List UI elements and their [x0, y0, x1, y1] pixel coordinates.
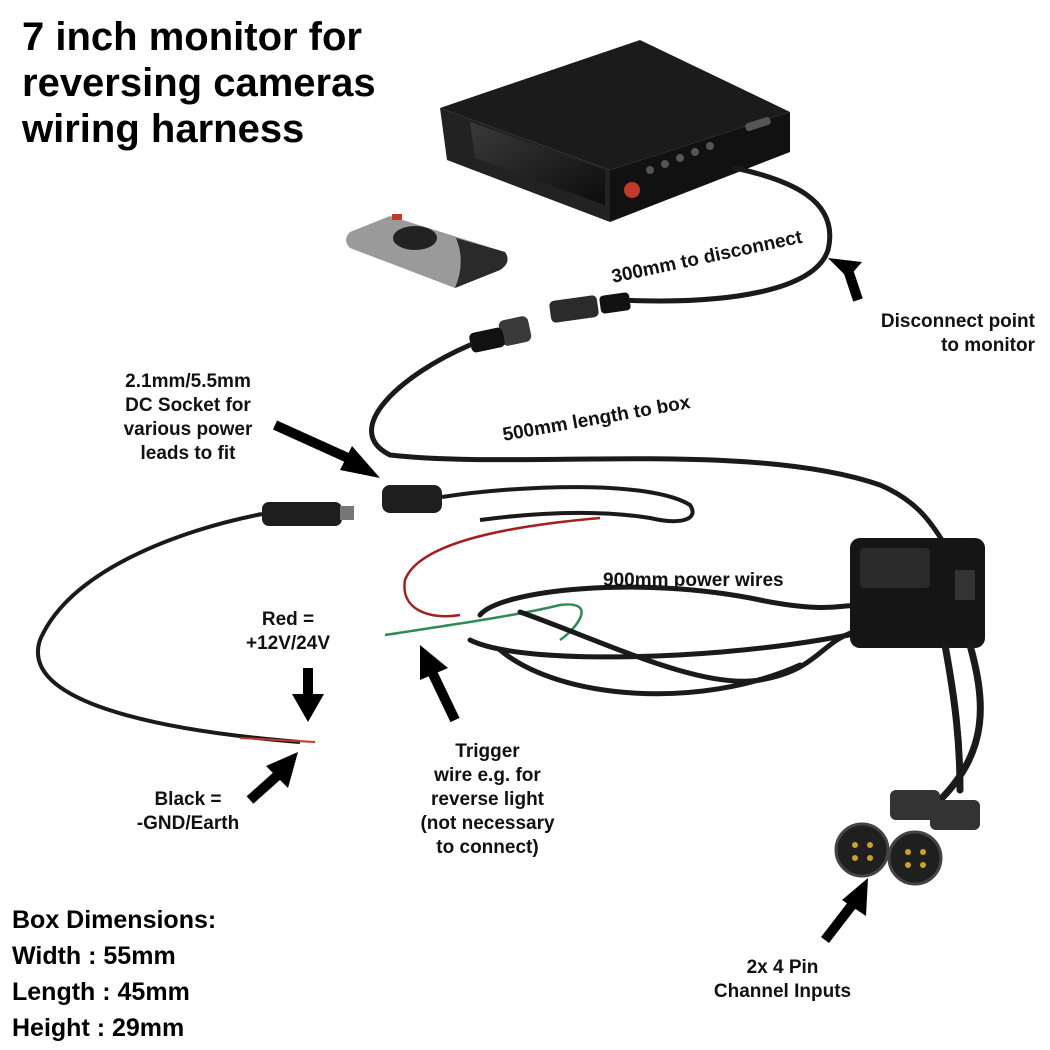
monitor-icon: [440, 40, 790, 222]
dc-socket-icon: [262, 485, 442, 526]
arrow-disconnect-point: [828, 258, 863, 302]
box-dimensions-heading: Box Dimensions:: [12, 906, 217, 934]
arrow-black-wire: [246, 752, 298, 804]
label-red-wire-line-1: Red =: [261, 609, 315, 630]
arrows: [246, 258, 868, 944]
label-black-wire-line-2: -GND/Earth: [136, 813, 240, 834]
label-dc-socket-line-4: leads to fit: [140, 443, 236, 464]
box-dimensions-width: Width : 55mm: [12, 942, 176, 970]
label-disconnect-point-line-1: Disconnect point: [880, 311, 1035, 332]
page-title: 7 inch monitor for reversing cameras wir…: [22, 14, 376, 152]
label-red-wire-line-2: +12V/24V: [246, 633, 330, 654]
label-inputs-line-2: Channel Inputs: [713, 981, 852, 1002]
label-900mm: 900mm power wires: [603, 570, 784, 591]
label-trigger-line-1: Trigger: [455, 741, 520, 762]
label-trigger-line-4: (not necessary: [420, 813, 555, 834]
box-dimensions: Box Dimensions: Width : 55mm Length : 45…: [12, 902, 216, 1046]
label-dc-socket-line-1: 2.1mm/5.5mm: [125, 371, 251, 392]
arrow-channel-inputs: [821, 878, 868, 944]
box-dimensions-length: Length : 45mm: [12, 978, 190, 1006]
label-inputs-line-1: 2x 4 Pin: [746, 957, 819, 978]
label-trigger-line-3: reverse light: [431, 789, 544, 810]
cable-500mm: [369, 342, 948, 548]
label-disconnect-point: Disconnect point to monitor: [860, 310, 1035, 358]
aviation-connector-icon: [469, 292, 631, 353]
four-pin-connector-icon: [834, 790, 980, 886]
dc-socket-cable: [441, 485, 695, 524]
label-dc-socket-line-3: various power: [123, 419, 253, 440]
label-trigger-wire: Trigger wire e.g. for reverse light (not…: [400, 740, 575, 860]
arrow-dc-socket: [272, 420, 380, 478]
label-channel-inputs: 2x 4 Pin Channel Inputs: [700, 956, 865, 1004]
label-disconnect-point-line-2: to monitor: [941, 335, 1035, 356]
title-line-3: wiring harness: [22, 107, 305, 151]
box-dimensions-height: Height : 29mm: [12, 1014, 185, 1042]
green-trigger-wire: [384, 603, 583, 642]
label-trigger-line-2: wire e.g. for: [434, 765, 541, 786]
title-line-1: 7 inch monitor for: [22, 15, 362, 59]
label-trigger-line-5: to connect): [436, 837, 539, 858]
remote-control-icon: [346, 214, 508, 288]
red-wire: [239, 737, 316, 743]
label-red-wire: Red = +12V/24V: [228, 608, 348, 656]
label-black-wire-line-1: Black =: [154, 789, 222, 810]
monitor-cable: [617, 165, 833, 304]
arrow-trigger-wire: [420, 645, 460, 723]
input-cables: [936, 641, 984, 804]
title-line-2: reversing cameras: [22, 61, 376, 105]
red-trigger-wire: [403, 516, 601, 618]
power-plug-cable: [36, 512, 301, 744]
junction-box-icon: [850, 538, 985, 648]
label-dc-socket-line-2: DC Socket for: [125, 395, 251, 416]
label-black-wire: Black = -GND/Earth: [118, 788, 258, 836]
arrow-red-wire: [292, 668, 324, 722]
label-dc-socket: 2.1mm/5.5mm DC Socket for various power …: [108, 370, 268, 466]
